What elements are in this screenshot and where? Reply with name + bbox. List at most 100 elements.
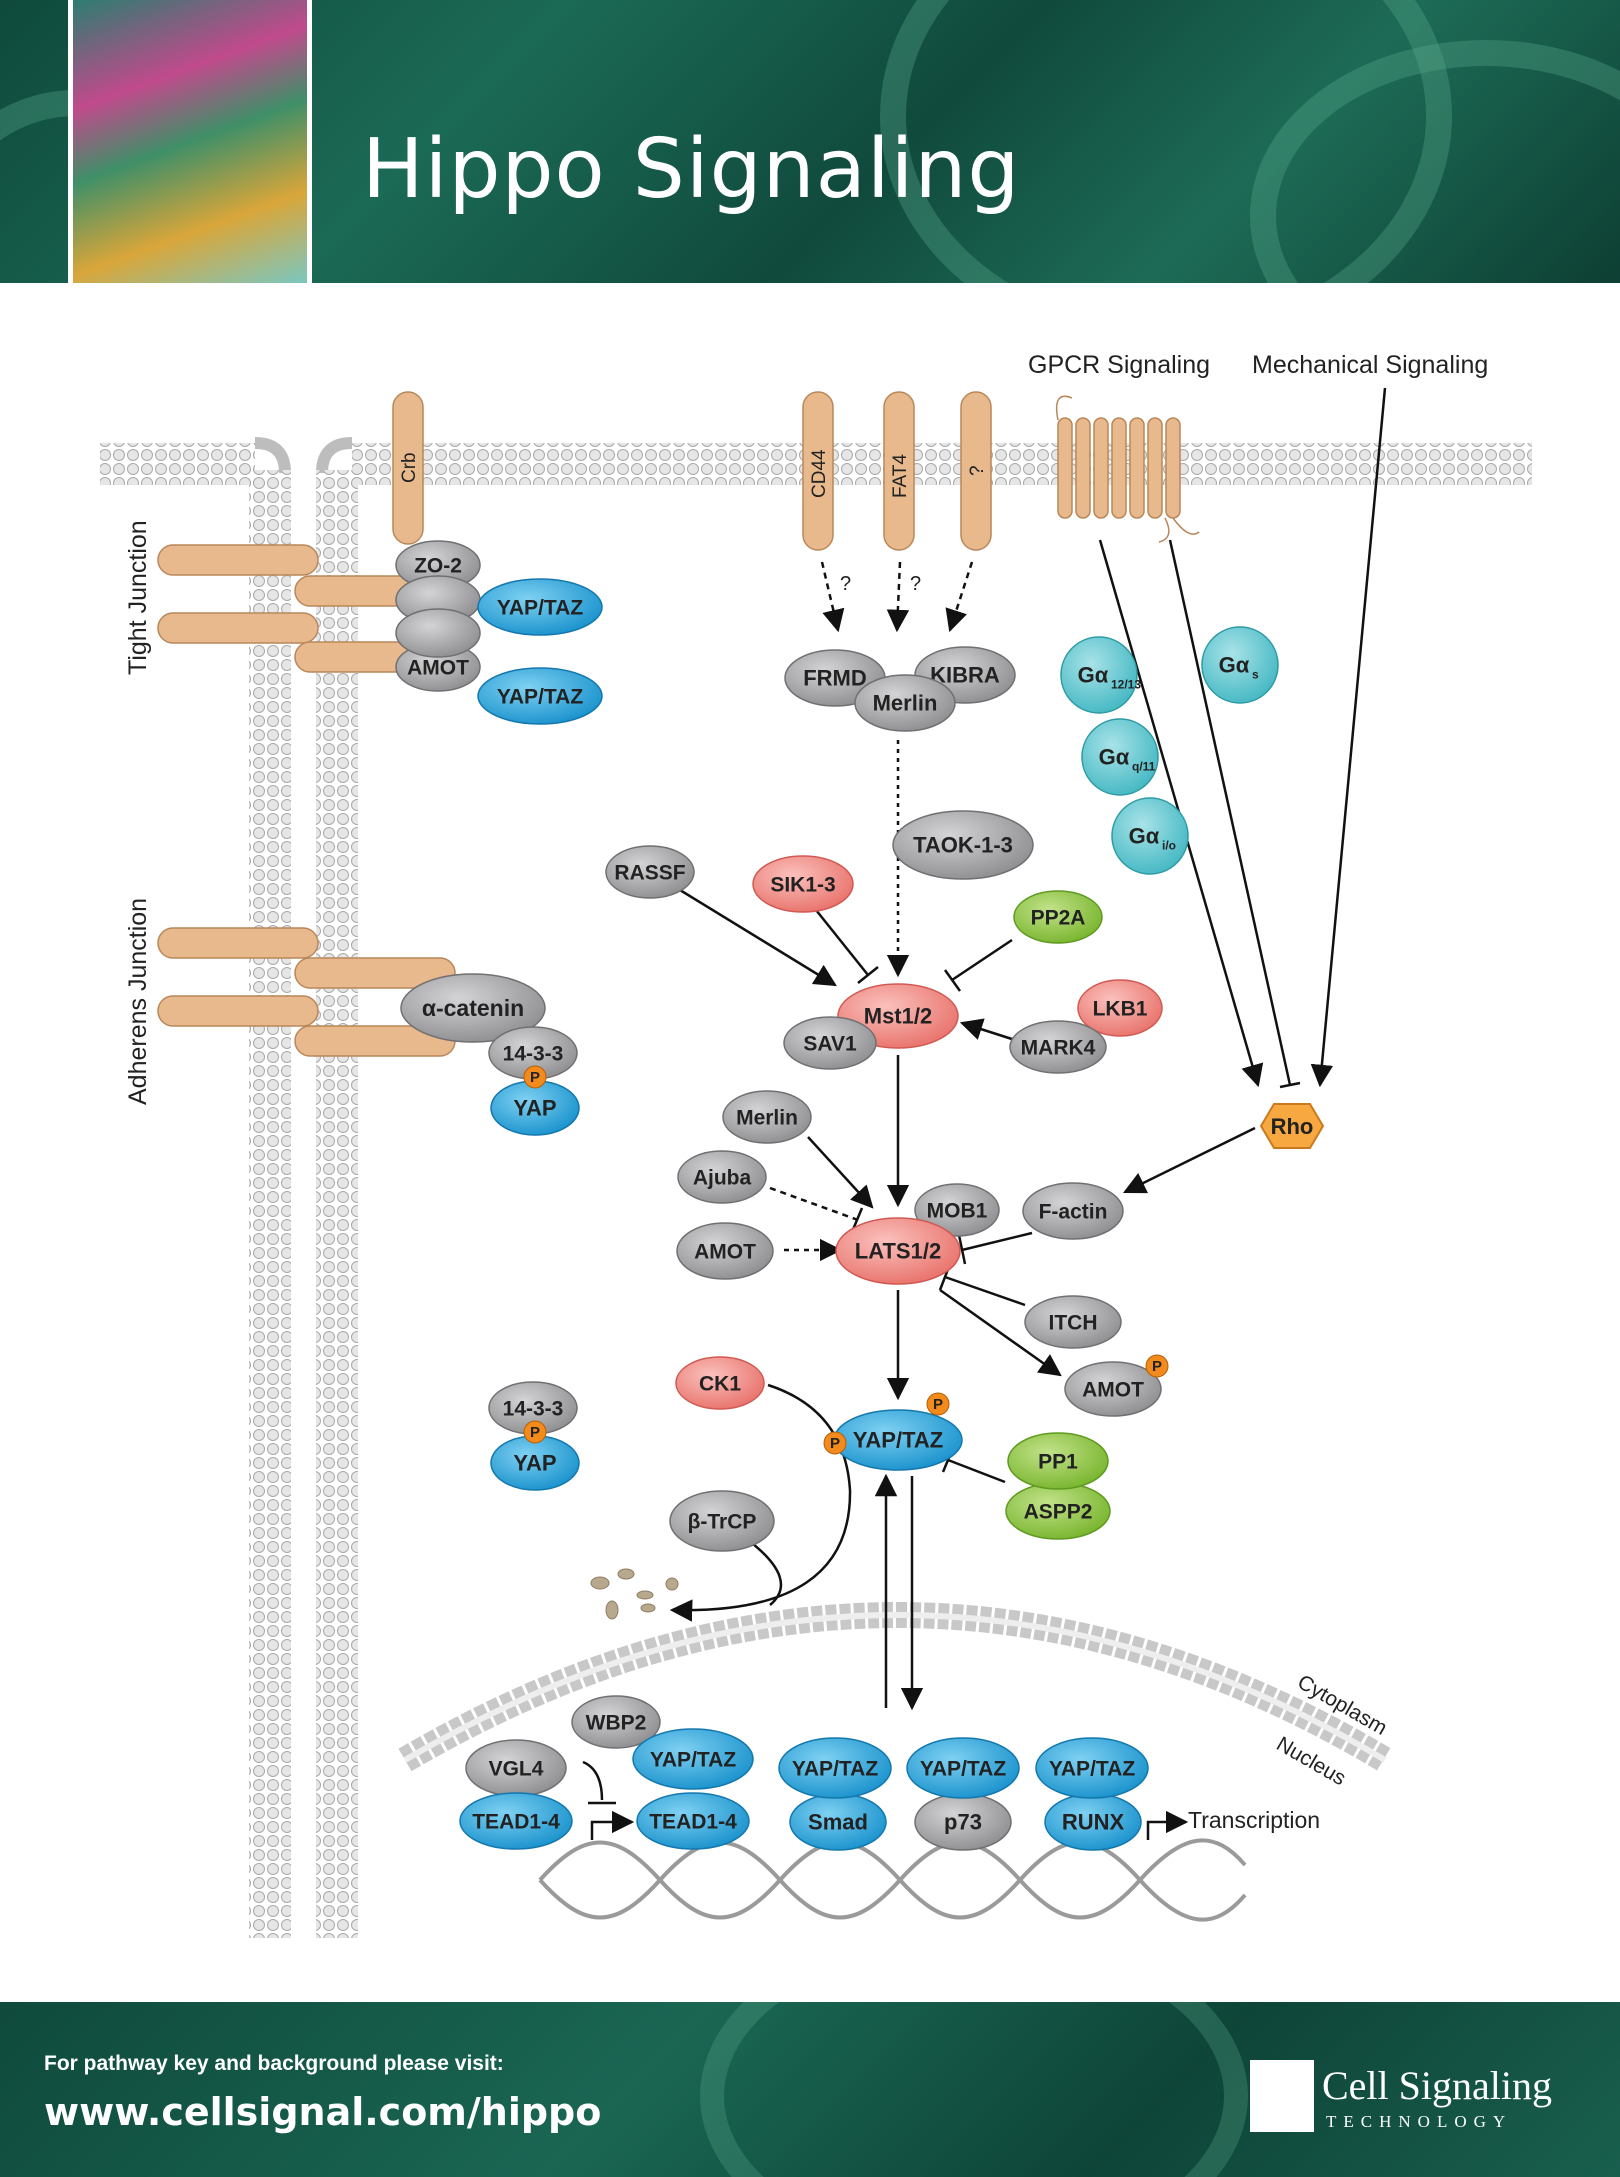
node-wbp2: WBP2 [571,1695,661,1749]
svg-text:s: s [1252,668,1259,682]
node-merlin-l: Merlin [722,1090,812,1144]
svg-text:MARK4: MARK4 [1021,1036,1096,1059]
pathway-edges [582,387,1387,1840]
logo-tree-icon [1250,2060,1314,2132]
node-yaptaz-tj2: YAP/TAZ [477,667,603,725]
svg-text:β-TrCP: β-TrCP [688,1510,757,1533]
svg-text:AMOT: AMOT [1082,1378,1144,1401]
receptor-crb: Crb [392,391,424,545]
adherens-junction-label: Adherens Junction [124,898,152,1105]
node-yaptaz-n1: YAP/TAZ [632,1728,754,1790]
svg-text:Rho: Rho [1271,1114,1314,1139]
svg-text:Merlin: Merlin [736,1106,798,1129]
footer-visit-text: For pathway key and background please vi… [44,2052,504,2075]
nuclear-envelope-inner [403,1612,1387,1763]
footer-texture [700,2002,1248,2177]
question-mark-1: ? [840,573,851,595]
svg-text:Ajuba: Ajuba [693,1166,752,1189]
node-sav1: SAV1 [783,1016,877,1070]
tight-junction-label: Tight Junction [124,520,152,675]
node-lats: LATS1/2 [835,1217,961,1285]
svg-text:YAP: YAP [513,1096,556,1121]
svg-text:YAP/TAZ: YAP/TAZ [497,596,584,619]
footer-url-link[interactable]: www.cellsignal.com/hippo [44,2090,602,2134]
svg-text:YAP/TAZ: YAP/TAZ [497,685,584,708]
node-yaptaz-n2: YAP/TAZ [778,1737,892,1799]
node-btrcp: β-TrCP [669,1490,775,1552]
svg-text:14-3-3: 14-3-3 [503,1042,564,1065]
question-mark-2: ? [910,573,921,595]
node-rassf: RASSF [605,845,695,899]
svg-text:P: P [530,1069,540,1086]
node-yaptaz-n4: YAP/TAZ [1035,1737,1149,1799]
transcription-label: Transcription [1188,1807,1320,1833]
node-itch: ITCH [1024,1295,1122,1349]
svg-text:P: P [933,1396,943,1413]
svg-text:i/o: i/o [1162,839,1176,853]
cell-signaling-logo: Cell Signaling TECHNOLOGY [1250,2060,1580,2140]
svg-text:CK1: CK1 [699,1372,741,1395]
svg-text:PP2A: PP2A [1031,906,1086,929]
receptor-fat4: FAT4 [883,391,915,551]
node-smad: Smad [789,1793,887,1851]
svg-text:TEAD1-4: TEAD1-4 [649,1810,737,1833]
svg-text:P: P [1152,1358,1162,1375]
svg-text:P: P [530,1424,540,1441]
node-zo2: ZO-2 [395,540,481,590]
node-yaptaz-n3: YAP/TAZ [906,1737,1020,1799]
svg-text:TAOK-1-3: TAOK-1-3 [913,833,1013,858]
node-amot-tj: AMOT [395,642,481,692]
svg-text:FRMD: FRMD [803,666,867,691]
svg-text:YAP/TAZ: YAP/TAZ [920,1757,1007,1780]
svg-text:LATS1/2: LATS1/2 [855,1239,941,1264]
node-yaptaz-tj1: YAP/TAZ [477,578,603,636]
svg-text:Gα: Gα [1078,663,1109,688]
node-yap-aj: YAP [490,1080,580,1136]
node-aspp2: ASPP2 [1005,1482,1111,1540]
svg-text:Merlin: Merlin [873,691,938,716]
node-tead-a: TEAD1-4 [459,1792,573,1850]
node-runx: RUNX [1044,1793,1142,1851]
node-p73: p73 [914,1793,1012,1851]
header-banner: Hippo Signaling [0,0,1620,283]
svg-text:SIK1-3: SIK1-3 [770,873,835,896]
node-merlin-c: Merlin [854,674,956,732]
plasma-membrane [100,437,1532,1938]
svg-text:YAP: YAP [513,1451,556,1476]
svg-text:AMOT: AMOT [694,1240,756,1263]
phospho-marker: P [1145,1354,1169,1378]
node-tead-b: TEAD1-4 [636,1792,750,1850]
hippo-pathway-diagram: Tight Junction Adherens Junction GPCR Si… [100,351,1532,1938]
rho-node: Rho [1259,1103,1325,1149]
svg-text:q/11: q/11 [1132,760,1156,774]
svg-text:p73: p73 [944,1810,982,1835]
node-lkb1: LKB1 [1077,979,1163,1037]
node-factin: F-actin [1022,1182,1124,1240]
svg-text:TEAD1-4: TEAD1-4 [472,1810,560,1833]
dna-helix [538,1838,1247,1922]
svg-text:?: ? [967,465,988,476]
phospho-marker: P [523,1420,547,1444]
node-acatenin: α-catenin [400,973,546,1043]
svg-text:VGL4: VGL4 [489,1757,544,1780]
node-sik: SIK1-3 [752,855,854,913]
svg-text:YAP/TAZ: YAP/TAZ [650,1748,737,1771]
node-amot-p: AMOT [1064,1361,1162,1417]
node-pp2a: PP2A [1013,890,1103,944]
svg-text:12/13: 12/13 [1111,678,1141,692]
receptor-unknown: ? [960,391,992,551]
svg-text:Smad: Smad [808,1810,868,1835]
svg-text:14-3-3: 14-3-3 [503,1397,564,1420]
phospho-marker: P [926,1392,950,1416]
node-pp1: PP1 [1007,1432,1109,1490]
footer-banner: For pathway key and background please vi… [0,2002,1620,2177]
svg-text:YAP/TAZ: YAP/TAZ [1049,1757,1136,1780]
svg-text:ASPP2: ASPP2 [1024,1500,1093,1523]
svg-text:CD44: CD44 [809,449,830,498]
svg-text:ITCH: ITCH [1049,1311,1098,1334]
node-mob1: MOB1 [914,1183,1000,1237]
svg-text:MOB1: MOB1 [927,1199,988,1222]
svg-text:AMOT: AMOT [407,656,469,679]
